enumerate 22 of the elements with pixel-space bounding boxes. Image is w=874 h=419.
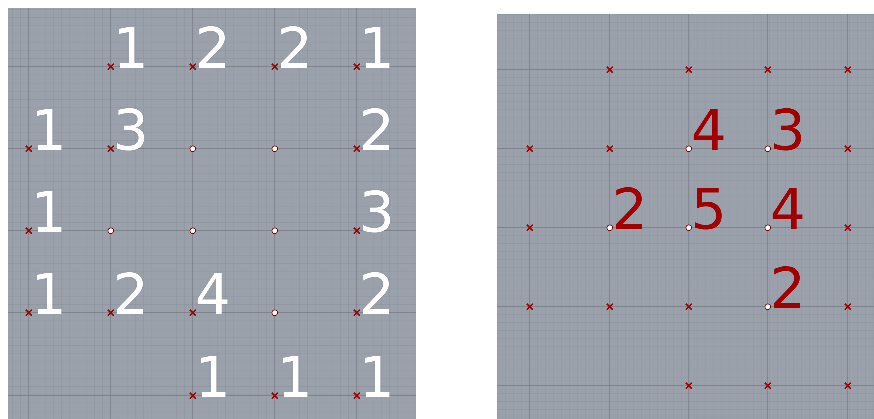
grid-number: 2 [616,187,642,229]
grid-number: 3 [774,108,802,151]
grid-number: 1 [201,356,226,397]
grid-number: 2 [363,108,390,150]
grid-number: 2 [363,272,390,314]
grid-number: 1 [37,109,62,150]
grid-number: 1 [283,356,308,397]
grid-number: 2 [281,26,308,68]
grid-number: 1 [119,27,144,68]
grid-number: 3 [363,190,390,233]
grid-number: 2 [774,266,800,308]
grid-number: 5 [696,188,722,230]
grid-number: 4 [694,109,724,150]
grid-number: 3 [117,108,144,151]
grid-number: 2 [199,26,226,68]
grid-number: 1 [37,191,62,232]
grid-number: 1 [37,273,62,314]
grid-number: 1 [365,27,390,68]
grid-number: 2 [117,272,144,314]
grid-number: 1 [365,356,390,397]
grid-number: 4 [198,273,228,314]
grid-number: 4 [772,188,803,229]
